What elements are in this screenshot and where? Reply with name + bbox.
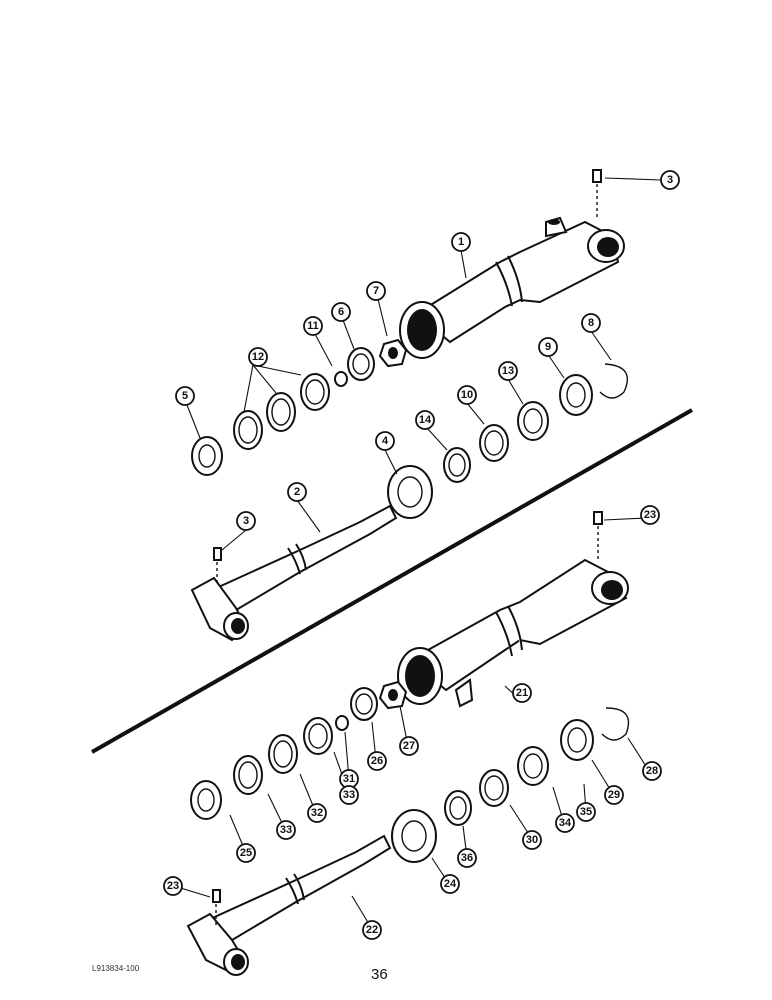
figure-reference-code: L913834-100 xyxy=(92,964,140,973)
page-number: 36 xyxy=(371,966,388,983)
callout-32: 32 xyxy=(307,803,327,823)
divider-line xyxy=(91,408,693,754)
callout-12: 12 xyxy=(248,347,268,367)
callout-1: 1 xyxy=(451,232,471,252)
callout-3-rod: 3 xyxy=(236,511,256,531)
callout-21: 21 xyxy=(512,683,532,703)
svg-text:35: 35 xyxy=(580,806,592,818)
svg-text:23: 23 xyxy=(167,880,179,892)
callout-13: 13 xyxy=(498,361,518,381)
svg-text:25: 25 xyxy=(240,847,252,859)
lower-grease-fitting xyxy=(593,511,603,560)
svg-text:33: 33 xyxy=(343,789,355,801)
svg-text:13: 13 xyxy=(502,365,514,377)
callout-6: 6 xyxy=(331,302,351,322)
svg-text:26: 26 xyxy=(371,755,383,767)
callout-26: 26 xyxy=(367,751,387,771)
callout-22: 22 xyxy=(362,920,382,940)
svg-text:23: 23 xyxy=(644,509,656,521)
svg-text:6: 6 xyxy=(338,306,344,318)
svg-text:2: 2 xyxy=(294,486,300,498)
svg-text:30: 30 xyxy=(526,834,538,846)
svg-text:22: 22 xyxy=(366,924,378,936)
callout-33-left: 33 xyxy=(276,820,296,840)
lower-piston-rod xyxy=(186,834,392,976)
callout-3-top: 3 xyxy=(660,170,680,190)
svg-text:31: 31 xyxy=(343,773,355,785)
callout-10: 10 xyxy=(457,385,477,405)
callout-24: 24 xyxy=(440,874,460,894)
svg-text:5: 5 xyxy=(182,390,188,402)
callout-5: 5 xyxy=(175,386,195,406)
callout-30: 30 xyxy=(522,830,542,850)
svg-text:28: 28 xyxy=(646,765,658,777)
callout-33-right: 33 xyxy=(339,785,359,805)
callout-11: 11 xyxy=(303,316,323,336)
svg-text:9: 9 xyxy=(545,341,551,353)
upper-seal-stack xyxy=(191,338,629,519)
svg-text:33: 33 xyxy=(280,824,292,836)
lower-cylinder-barrel xyxy=(397,558,629,708)
callout-34: 34 xyxy=(555,813,575,833)
callout-4: 4 xyxy=(375,431,395,451)
callout-35: 35 xyxy=(576,802,596,822)
svg-text:4: 4 xyxy=(382,435,389,447)
upper-piston-rod xyxy=(190,504,398,642)
svg-text:27: 27 xyxy=(403,740,415,752)
svg-text:3: 3 xyxy=(667,174,673,186)
svg-text:36: 36 xyxy=(461,852,473,864)
callout-28: 28 xyxy=(642,761,662,781)
callout-7: 7 xyxy=(366,281,386,301)
callout-2: 2 xyxy=(287,482,307,502)
callout-23-rod: 23 xyxy=(163,876,183,896)
callout-9: 9 xyxy=(538,337,558,357)
svg-text:24: 24 xyxy=(444,878,457,890)
svg-text:11: 11 xyxy=(307,320,319,332)
callout-23-top: 23 xyxy=(640,505,660,525)
callout-27: 27 xyxy=(399,736,419,756)
svg-text:8: 8 xyxy=(588,317,594,329)
callout-8: 8 xyxy=(581,313,601,333)
svg-text:12: 12 xyxy=(252,351,264,363)
callout-14: 14 xyxy=(415,410,435,430)
callout-29: 29 xyxy=(604,785,624,805)
upper-grease-fitting xyxy=(592,169,602,218)
svg-text:10: 10 xyxy=(461,389,473,401)
svg-text:7: 7 xyxy=(373,285,379,297)
upper-cylinder-barrel xyxy=(399,216,625,359)
svg-text:32: 32 xyxy=(311,807,323,819)
callout-25: 25 xyxy=(236,843,256,863)
callout-36: 36 xyxy=(457,848,477,868)
svg-text:29: 29 xyxy=(608,789,620,801)
svg-text:1: 1 xyxy=(458,236,464,248)
svg-text:34: 34 xyxy=(559,817,572,829)
svg-text:14: 14 xyxy=(419,414,432,426)
svg-text:3: 3 xyxy=(243,515,249,527)
lower-seal-stack xyxy=(190,680,630,863)
svg-text:21: 21 xyxy=(516,687,528,699)
callout-31: 31 xyxy=(339,769,359,789)
